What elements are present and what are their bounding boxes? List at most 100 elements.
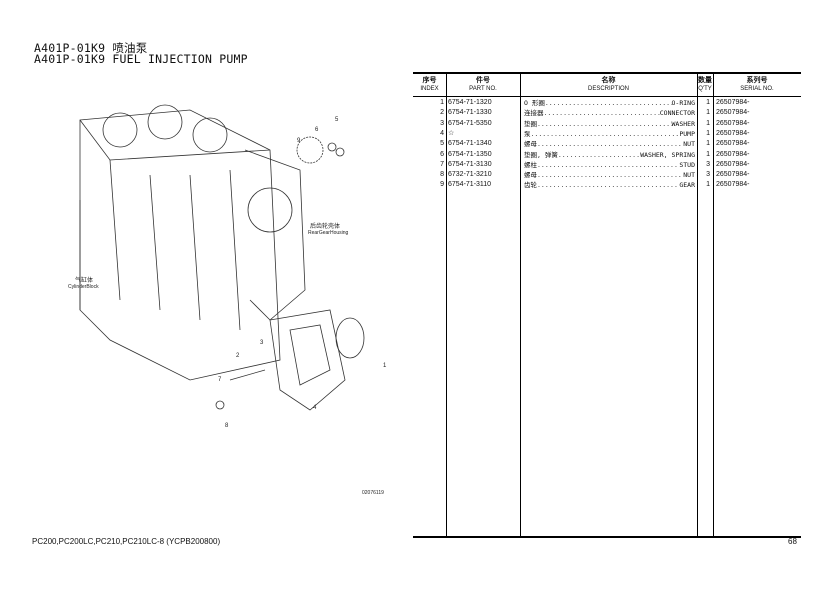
desc-cn: O 形圈 xyxy=(524,99,545,107)
desc-cn: 螺母 xyxy=(524,140,537,149)
drawing-number: 02076119 xyxy=(362,490,384,496)
block-top-edge xyxy=(79,119,271,161)
cylinder-block-outline xyxy=(79,109,281,381)
column-divider xyxy=(713,74,714,536)
row-qty: 3 xyxy=(706,171,710,179)
title-cn: A401P-01K9 喷油泵 xyxy=(34,41,148,55)
row-part-no: 6754-71-3110 xyxy=(448,181,492,189)
row-index: 8 xyxy=(440,171,444,179)
leader-dots xyxy=(558,150,640,160)
desc-cn: 螺母 xyxy=(524,171,537,180)
desc-cn: 泵 xyxy=(524,129,531,138)
row-serial: 26507984- xyxy=(716,140,750,148)
callout-8: 8 xyxy=(225,423,229,429)
desc-en: NUT xyxy=(683,171,695,180)
row-serial: 26507984- xyxy=(716,99,750,106)
callout-2: 2 xyxy=(236,353,240,359)
callout-6: 6 xyxy=(315,127,319,133)
column-divider xyxy=(697,74,698,536)
row-index: 9 xyxy=(440,181,444,189)
leader-dots xyxy=(537,180,679,190)
engine-drawing xyxy=(79,104,365,411)
leader-dots xyxy=(537,170,683,180)
rear-gear-housing xyxy=(244,149,306,321)
callout-3: 3 xyxy=(260,340,264,346)
desc-en: WASHER, SPRING xyxy=(640,150,695,159)
pump-body xyxy=(269,309,346,411)
model-footer: PC200,PC200LC,PC210,PC210LC-8 (YCPB20080… xyxy=(32,537,221,546)
row-description: 垫圈, 弹簧 WASHER, SPRING xyxy=(524,150,695,160)
cylinder-block-label-cn: 气缸体 xyxy=(75,278,94,284)
row-part-no: 6732-71-3210 xyxy=(448,171,492,179)
row-index: 1 xyxy=(440,99,444,106)
leader-dots xyxy=(537,139,683,149)
column-divider xyxy=(520,74,521,536)
desc-cn: 齿轮 xyxy=(524,181,537,190)
row-index: 4 xyxy=(440,129,444,137)
row-description: O 形圈O-RING xyxy=(524,98,695,108)
stud-part xyxy=(229,369,266,381)
rear-gear-housing-label-en: RearGearHousing xyxy=(308,230,349,236)
row-qty: 3 xyxy=(706,160,710,168)
row-qty: 1 xyxy=(706,99,710,106)
row-qty: 1 xyxy=(706,129,710,137)
rear-gear-housing-label-cn: 后齿轮壳体 xyxy=(310,224,341,230)
row-index: 5 xyxy=(440,140,444,148)
row-part-no: 6754-71-3130 xyxy=(448,160,492,168)
page-number: 68 xyxy=(788,537,797,546)
block-ribs xyxy=(109,159,241,331)
row-serial: 26507984- xyxy=(716,129,750,137)
leader-dots xyxy=(531,129,680,139)
pump-detail xyxy=(289,324,331,386)
cylinder-bore xyxy=(147,104,183,140)
nut-part xyxy=(215,400,225,410)
row-index: 6 xyxy=(440,150,444,158)
desc-en: NUT xyxy=(683,140,695,149)
cylinder-block-label-en: CylinderBlock xyxy=(68,284,99,290)
row-serial: 26507984- xyxy=(716,109,750,117)
leader-dots xyxy=(537,160,679,170)
row-serial: 26507984- xyxy=(716,181,750,189)
cylinder-bore xyxy=(192,117,228,153)
desc-cn: 垫圈 xyxy=(524,119,537,128)
row-serial: 26507984- xyxy=(716,119,750,127)
row-description: 连接器CONNECTOR xyxy=(524,108,695,118)
callout-4: 4 xyxy=(313,405,317,411)
desc-en: GEAR xyxy=(679,181,695,190)
row-description: 垫圈 WASHER xyxy=(524,119,695,129)
row-description: 齿轮 GEAR xyxy=(524,180,695,190)
cylinder-bore xyxy=(102,112,138,148)
desc-cn: 垫圈, 弹簧 xyxy=(524,150,558,159)
column-divider xyxy=(446,74,447,536)
desc-cn: 螺柱 xyxy=(524,160,537,169)
desc-en: STUD xyxy=(679,160,695,169)
row-qty: 1 xyxy=(706,109,710,117)
desc-en: CONNECTOR xyxy=(659,109,695,118)
callout-7: 7 xyxy=(218,377,222,383)
desc-en: WASHER xyxy=(671,119,695,128)
leader-dots xyxy=(537,119,672,129)
row-description: 泵PUMP xyxy=(524,129,695,139)
row-part-no: ☆ xyxy=(448,129,455,137)
row-part-no: 6754-71-1350 xyxy=(448,150,492,158)
row-part-no: 6754-71-1340 xyxy=(448,140,492,148)
row-part-no: 6754-71-1330 xyxy=(448,109,492,117)
row-description: 螺母 NUT xyxy=(524,170,695,180)
row-description: 螺母 NUT xyxy=(524,139,695,149)
leader-dots xyxy=(544,108,660,118)
